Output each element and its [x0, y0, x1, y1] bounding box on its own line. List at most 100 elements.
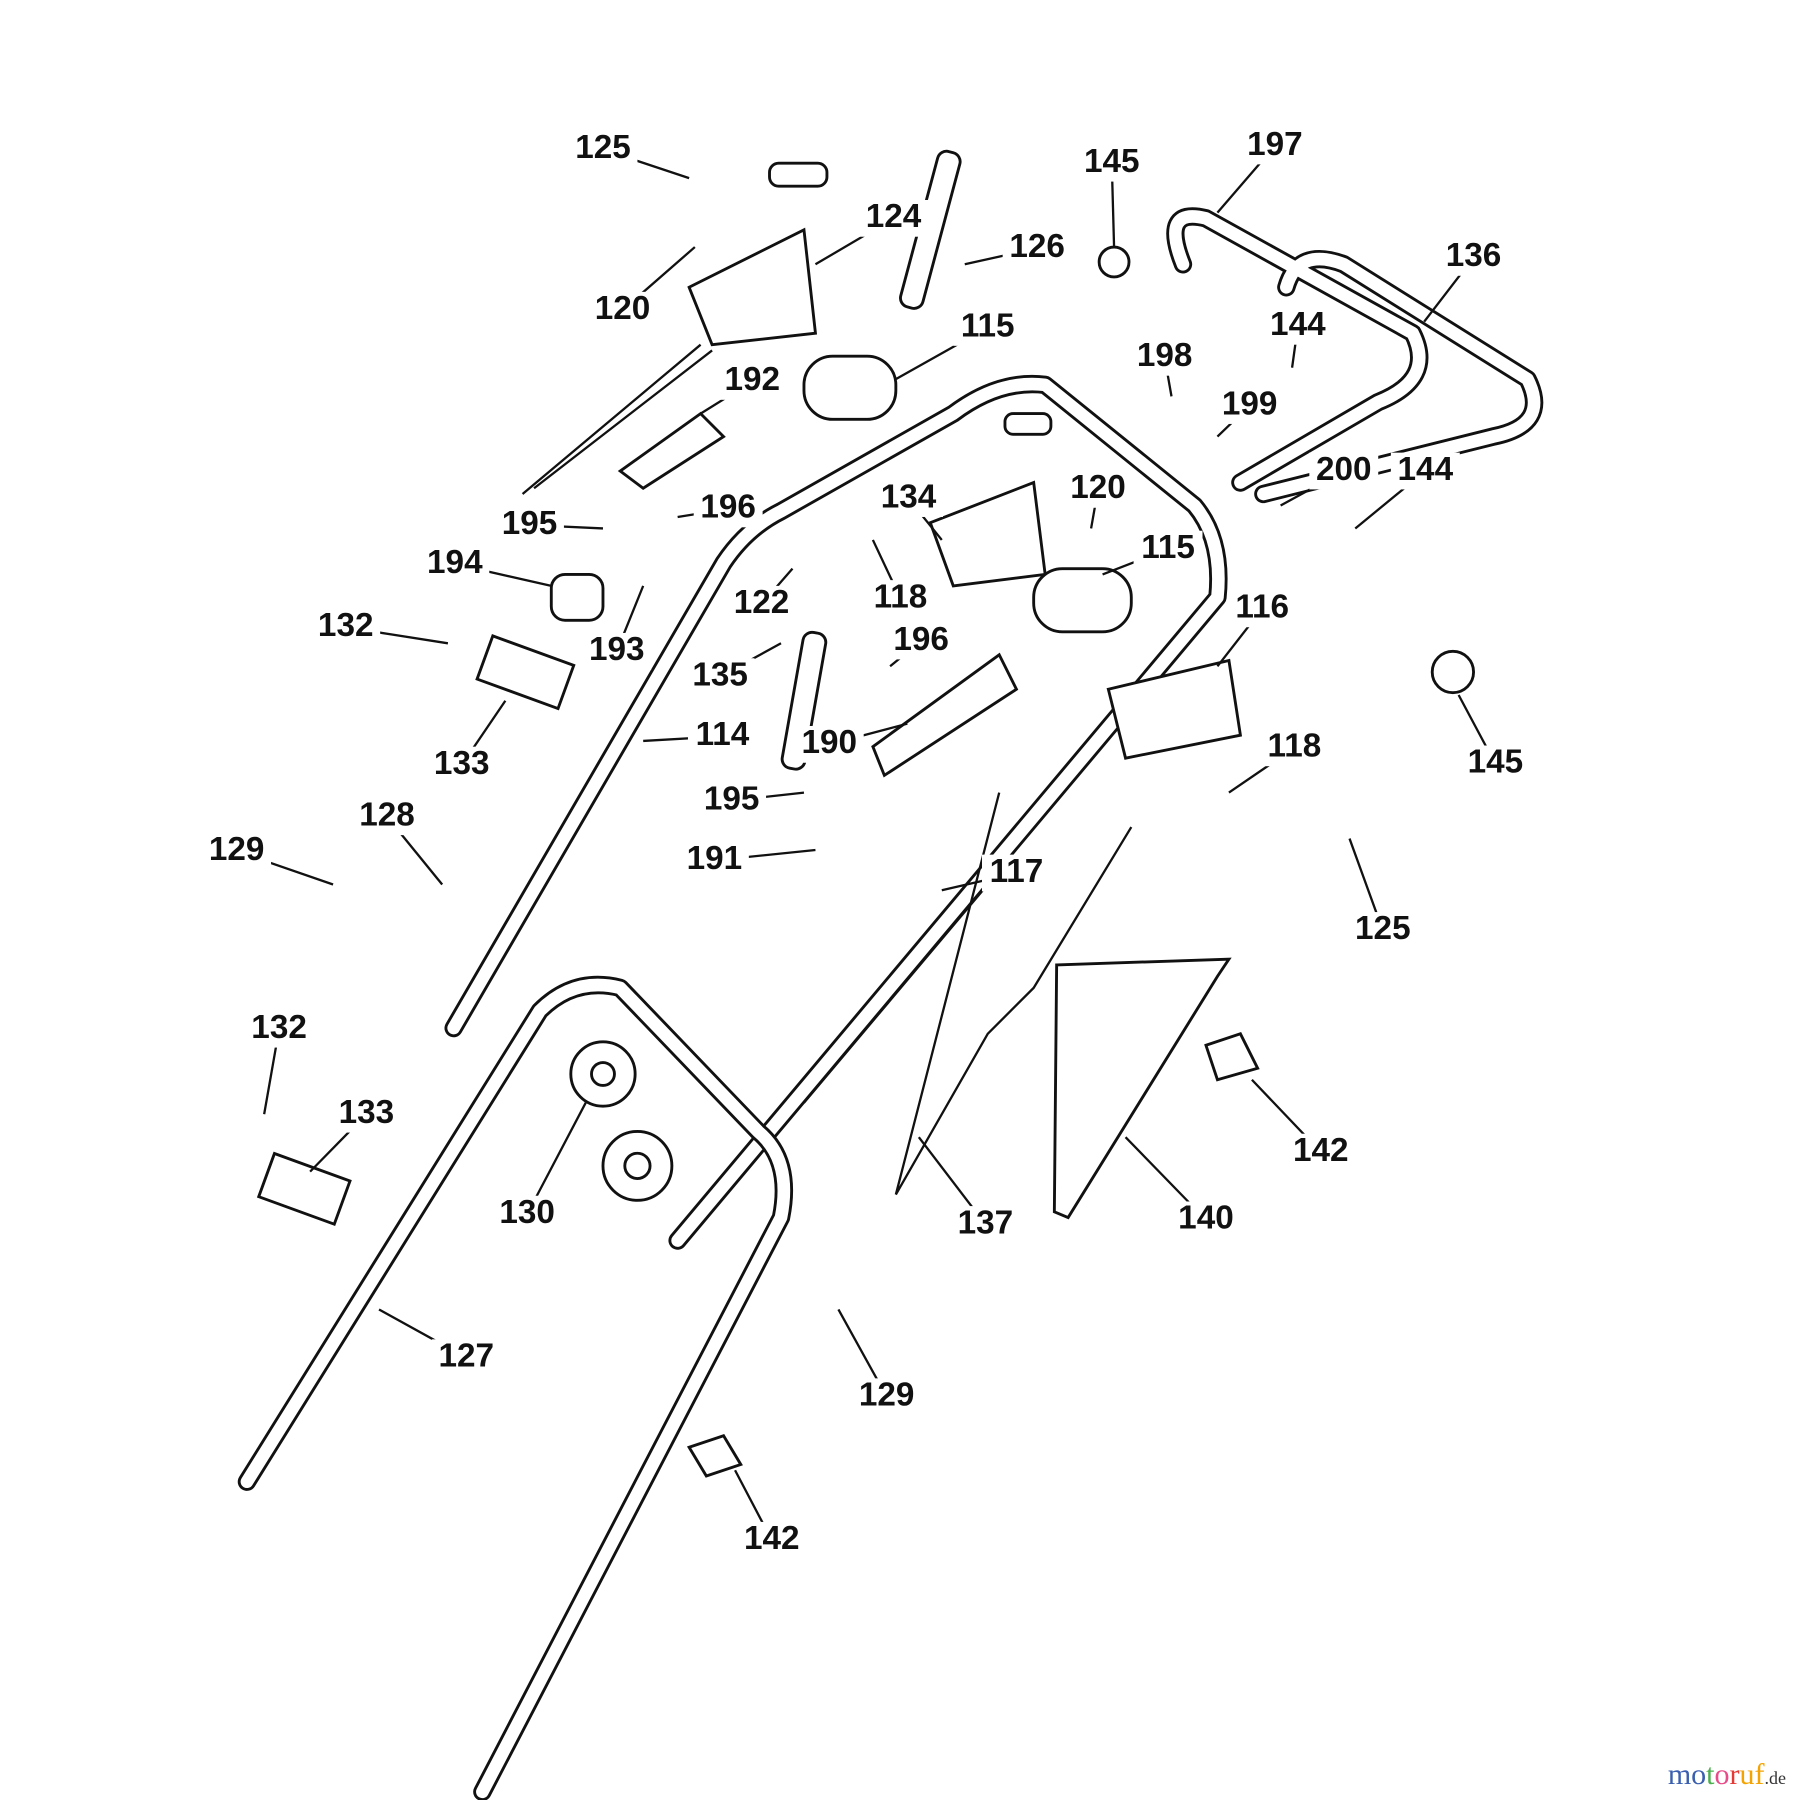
small-parts [256, 245, 1475, 1478]
label-background [1348, 912, 1418, 949]
part-number-label: 132 [318, 607, 374, 644]
motoruf-watermark-logo: motoruf.de [1668, 1758, 1786, 1792]
watermark-letter: o [1714, 1758, 1730, 1791]
part-number-label: 190 [801, 724, 857, 761]
part-number-label: 145 [1084, 143, 1140, 180]
part-number-label: 118 [874, 578, 928, 615]
part-number-label: 120 [595, 290, 651, 327]
part-number-label: 125 [575, 129, 631, 166]
part-number-label: 191 [687, 840, 743, 877]
part-number-label: 115 [961, 307, 1015, 344]
part-number-label: 194 [427, 544, 483, 581]
part-number-label: 125 [1355, 910, 1411, 947]
part-number-label: 130 [499, 1194, 555, 1231]
part-number-label: 198 [1137, 337, 1193, 374]
watermark-letter: t [1706, 1758, 1715, 1791]
label-background [1133, 530, 1203, 568]
part-number-label: 195 [704, 780, 760, 817]
label-background [737, 1521, 807, 1559]
label-background [1002, 229, 1072, 267]
lower-handle-127 [237, 975, 793, 1800]
part-number-label: 195 [502, 505, 558, 542]
label-background [427, 746, 497, 784]
label-background [588, 291, 657, 329]
label-background [697, 782, 767, 820]
label-background [859, 199, 929, 237]
label-background [953, 309, 1023, 346]
label-background [852, 1378, 922, 1416]
label-background [244, 1010, 314, 1048]
part-number-label: 144 [1398, 451, 1454, 488]
label-background [981, 854, 1051, 892]
part-number-label: 129 [859, 1377, 915, 1414]
part-number-label: 196 [700, 489, 756, 526]
part-number-label: 144 [1270, 306, 1326, 343]
label-background [1130, 338, 1200, 376]
label-background [1227, 590, 1297, 628]
label-background [331, 1095, 401, 1133]
label-background [693, 490, 763, 528]
label-background [687, 717, 757, 755]
watermark-letter: r [1729, 1758, 1740, 1791]
label-background [717, 363, 787, 400]
label-background [492, 1195, 562, 1233]
part-number-label: 114 [696, 716, 750, 753]
label-background [431, 1339, 501, 1377]
label-background [1077, 144, 1147, 182]
label-background [685, 658, 755, 695]
label-background [1240, 127, 1310, 165]
part-number-label: 197 [1247, 126, 1303, 163]
label-background [1286, 1133, 1356, 1171]
upper-handle-114 [444, 374, 1228, 1250]
label-background [311, 608, 381, 646]
label-background [874, 480, 943, 517]
part-number-label: 118 [1268, 728, 1322, 765]
leader-line [526, 1102, 587, 1215]
part-number-label: 120 [1070, 469, 1126, 506]
part-number-label: 129 [209, 831, 265, 868]
part-number-label: 192 [725, 361, 781, 398]
label-background [582, 632, 652, 670]
label-background [679, 841, 749, 879]
label-background [1063, 471, 1133, 508]
part-number-label: 136 [1446, 237, 1502, 274]
part-number-label: 196 [893, 621, 949, 658]
label-background [1259, 729, 1329, 767]
part-number-label: 142 [1293, 1132, 1349, 1169]
label-background [352, 798, 422, 836]
part-number-label: 133 [434, 745, 490, 782]
part-number-label: 116 [1235, 589, 1289, 626]
part-number-label: 135 [692, 656, 748, 693]
part-number-label: 127 [439, 1337, 495, 1374]
part-number-label: 128 [359, 797, 415, 834]
label-background [495, 506, 564, 544]
top-bail-197-136 [1166, 207, 1544, 504]
watermark-letter: f [1754, 1758, 1765, 1791]
label-background [1460, 745, 1530, 783]
part-number-label: 134 [881, 478, 937, 515]
watermark-letter: m [1667, 1758, 1692, 1791]
part-number-label: 117 [990, 853, 1044, 890]
watermark-letter: u [1739, 1758, 1755, 1791]
label-background [1439, 239, 1509, 276]
watermark-main-text: motoruf [1668, 1758, 1765, 1791]
label-background [950, 1206, 1020, 1243]
watermark-letter: o [1691, 1758, 1707, 1791]
label-background [886, 622, 956, 660]
control-levers [617, 149, 1243, 778]
part-number-label: 145 [1468, 744, 1524, 781]
part-number-label: 126 [1009, 228, 1065, 265]
part-number-label: 122 [734, 584, 790, 621]
part-number-label: 142 [744, 1520, 800, 1557]
part-number-label: 193 [589, 631, 645, 668]
label-background [568, 131, 638, 168]
part-number-label: 137 [958, 1204, 1014, 1241]
label-background [865, 580, 935, 617]
label-background [1263, 307, 1333, 345]
part-number-label: 199 [1222, 385, 1278, 422]
label-background [202, 832, 272, 870]
part-number-label: 124 [866, 198, 922, 235]
part-number-label: 140 [1178, 1200, 1234, 1237]
